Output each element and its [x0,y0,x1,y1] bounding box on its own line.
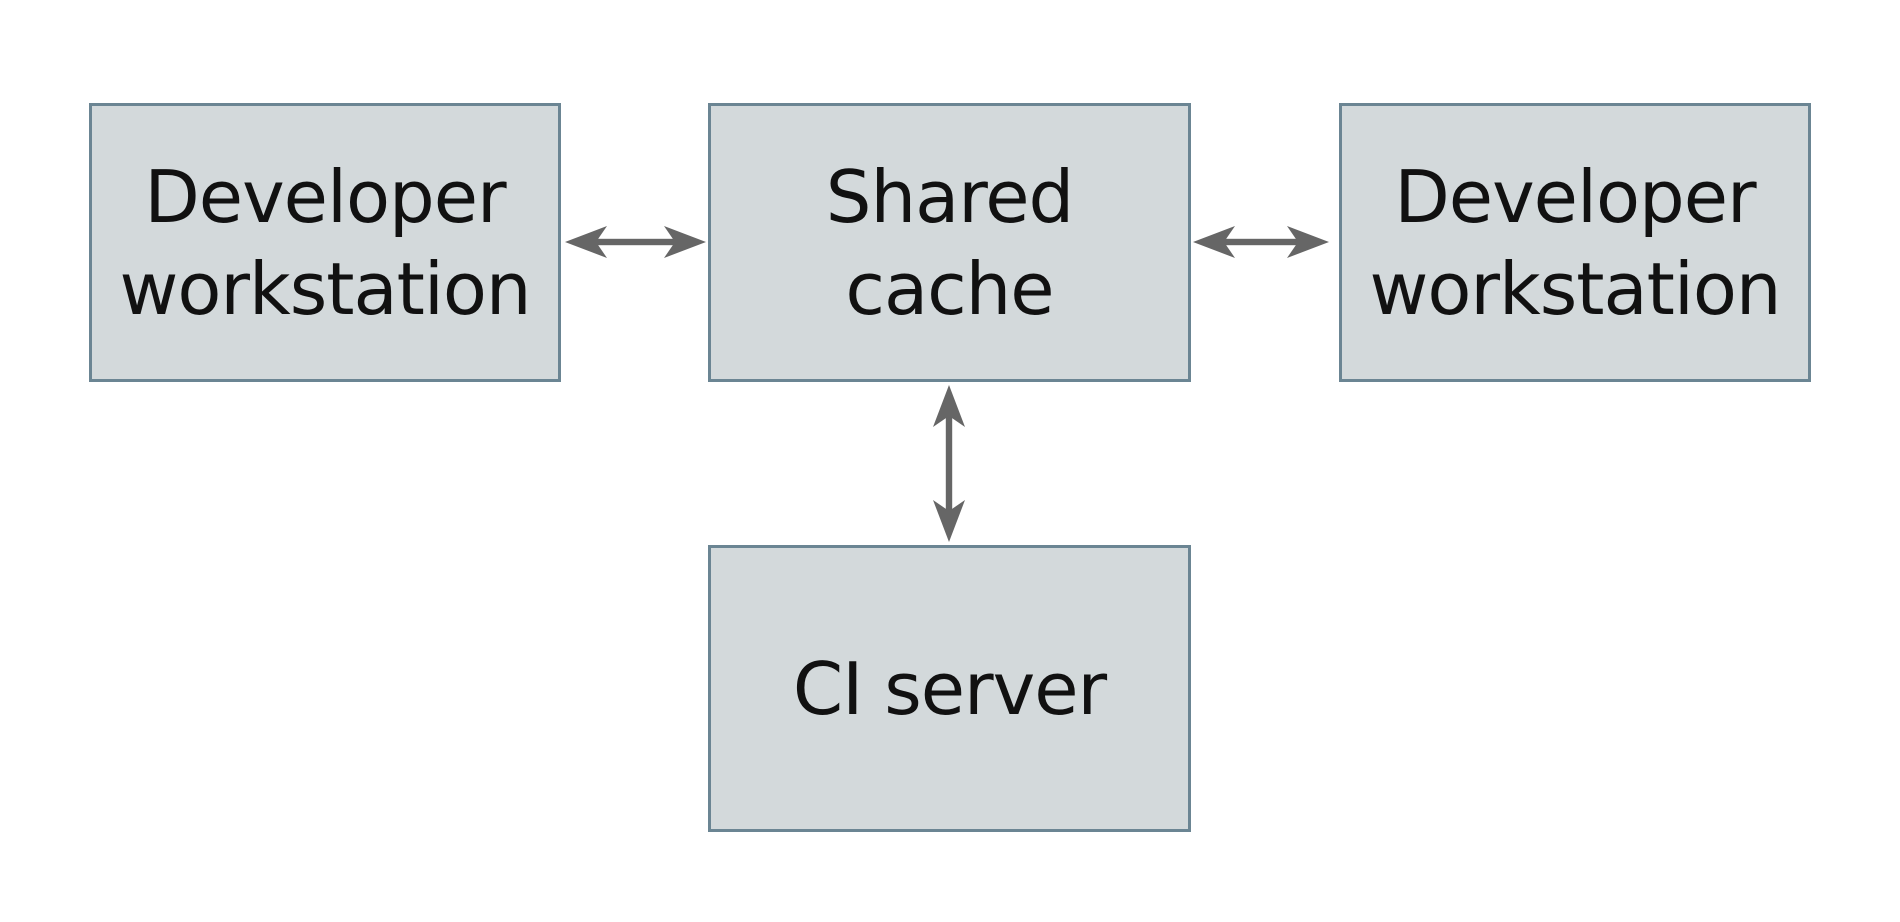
node-shared-cache: Shared cache [708,103,1191,382]
node-developer-workstation-left: Developer workstation [89,103,561,382]
double-arrow-icon [933,385,965,542]
double-arrow-icon [565,226,706,258]
node-ci-server: CI server [708,545,1191,832]
node-label: CI server [792,646,1107,731]
node-developer-workstation-right: Developer workstation [1339,103,1811,382]
bidirectional-arrow-cache-to-right-workstation [1193,226,1329,258]
bidirectional-arrow-left-workstation-to-cache [565,226,706,258]
bidirectional-arrow-cache-to-ci-server [933,385,965,542]
node-label: Shared cache [825,154,1074,331]
node-label: Developer workstation [1369,154,1781,331]
node-label: Developer workstation [119,154,531,331]
double-arrow-icon [1193,226,1329,258]
